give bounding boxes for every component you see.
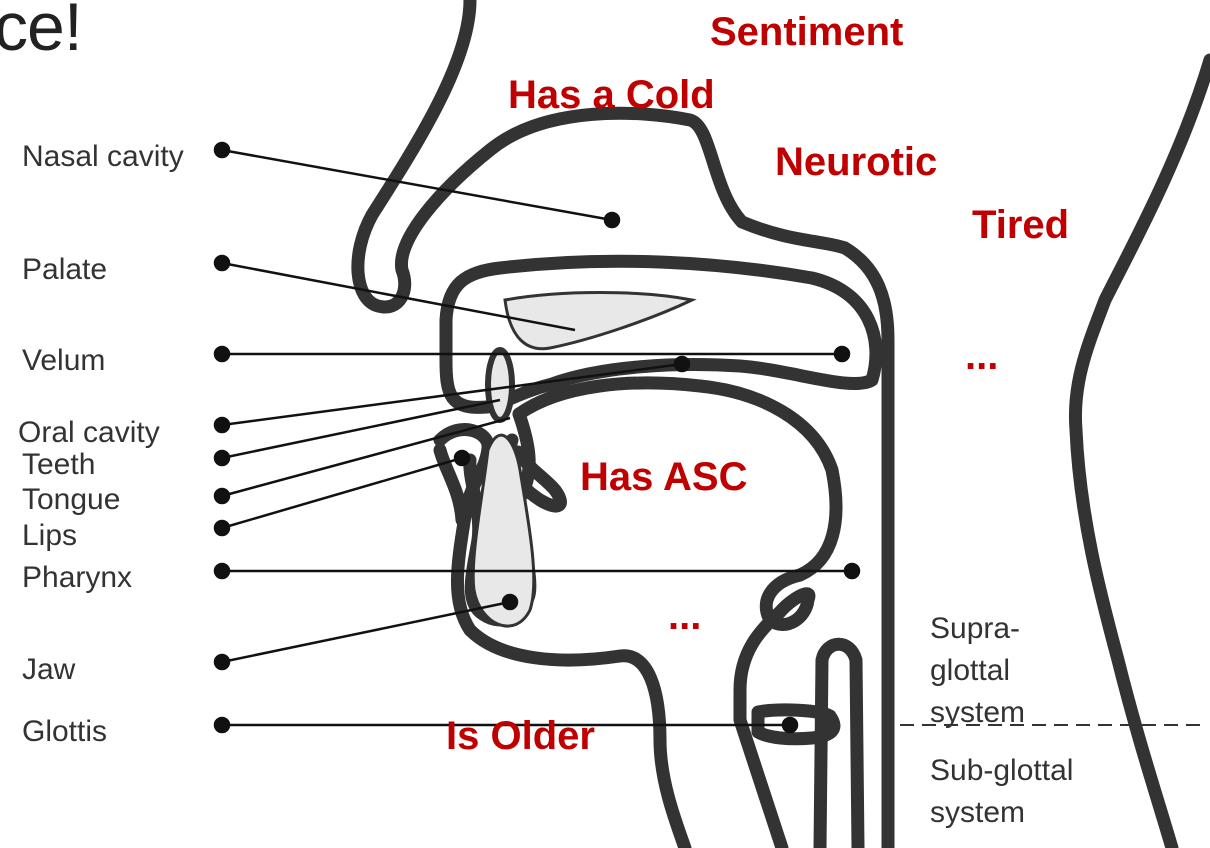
leader-dot-jaw-start (215, 655, 229, 669)
supra-line-1: Supra- (930, 608, 1025, 650)
state-has-a-cold: Has a Cold (508, 75, 715, 115)
neck-outline (1075, 60, 1210, 848)
page-title: ce! (0, 0, 82, 66)
supra-glottal-system-label: Supra- glottal system (930, 608, 1025, 734)
state-has-asc: Has ASC (580, 457, 747, 497)
leader-line-lips (222, 458, 462, 528)
velum-shading (505, 293, 692, 349)
leader-dot-jaw-end (503, 595, 517, 609)
leader-dot-glottis-start (215, 718, 229, 732)
state-is-older: Is Older (446, 716, 595, 756)
leader-dot-pharynx-start (215, 564, 229, 578)
leader-dot-glottis-end (783, 718, 797, 732)
state-ellipsis-bottom: ... (668, 596, 701, 636)
leader-line-nasal-cavity (222, 150, 612, 220)
larynx-outline (820, 644, 858, 848)
state-neurotic: Neurotic (775, 142, 937, 182)
leader-dot-nasal-cavity-start (215, 143, 229, 157)
label-tongue: Tongue (22, 485, 120, 515)
supra-line-2: glottal (930, 650, 1025, 692)
label-velum: Velum (22, 346, 105, 376)
uvula-shading (488, 350, 512, 420)
leader-dot-teeth (215, 451, 229, 465)
leader-dot-lips-end (455, 451, 469, 465)
leader-dot-velum-end (835, 347, 849, 361)
label-oral-cavity: Oral cavity (18, 418, 160, 448)
label-teeth: Teeth (22, 450, 95, 480)
leader-dot-pharynx-end (845, 564, 859, 578)
state-sentiment: Sentiment (710, 12, 903, 52)
label-pharynx: Pharynx (22, 563, 132, 593)
sub-line-1: Sub-glottal (930, 750, 1073, 792)
sub-glottal-system-label: Sub-glottal system (930, 750, 1073, 834)
label-jaw: Jaw (22, 655, 75, 685)
leader-dot-lips-start (215, 521, 229, 535)
supra-line-3: system (930, 692, 1025, 734)
leader-dot-nasal-cavity-end (605, 213, 619, 227)
leader-dot-palate (215, 256, 229, 270)
state-ellipsis-top: ... (965, 336, 998, 376)
label-lips: Lips (22, 521, 77, 551)
sub-line-2: system (930, 792, 1073, 834)
label-palate: Palate (22, 255, 107, 285)
leader-dot-velum-start (215, 347, 229, 361)
state-tired: Tired (972, 205, 1069, 245)
leader-dot-oral-cavity-end (675, 357, 689, 371)
label-glottis: Glottis (22, 717, 107, 747)
leader-dot-tongue (215, 489, 229, 503)
label-nasal-cavity: Nasal cavity (22, 142, 184, 172)
leader-dot-oral-cavity-start (215, 418, 229, 432)
